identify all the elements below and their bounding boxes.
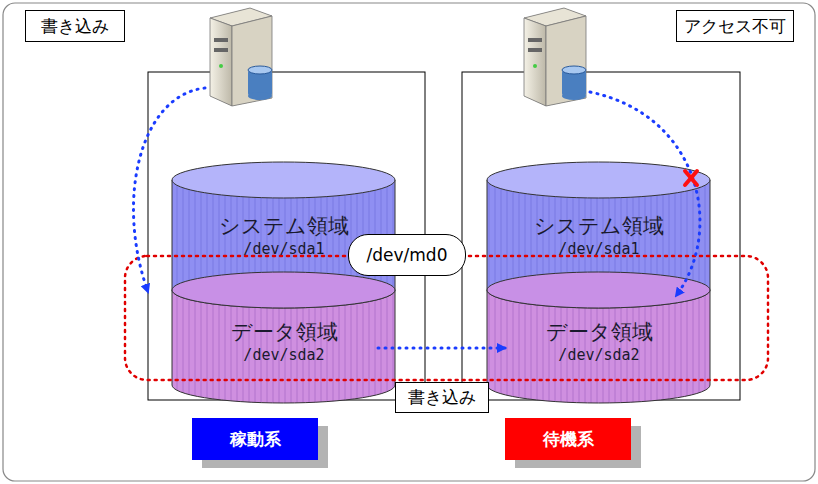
replication-arrow: [378, 347, 505, 350]
edge-label: 書き込み: [395, 382, 489, 413]
device-name: /dev/sda1: [243, 239, 324, 259]
node-label: システム領域: [219, 213, 349, 239]
node-label: データ領域: [546, 319, 653, 345]
deny-mark: [685, 171, 697, 185]
active-system: 稼動系: [192, 418, 318, 460]
disk-cylinder: [172, 162, 395, 403]
system-area: システム領域/dev/sda1: [505, 205, 693, 267]
outer-frame: [3, 3, 815, 481]
node-label: データ領域: [231, 319, 338, 345]
callout-box: アクセス不可: [676, 10, 794, 42]
blocked-path: [590, 92, 700, 296]
device-name: /dev/sda2: [243, 345, 324, 365]
node-label: システム領域: [534, 213, 664, 239]
data-area: データ領域/dev/sda2: [190, 312, 378, 372]
data-area: データ領域/dev/sda2: [505, 312, 693, 372]
callout-box: 書き込み: [25, 10, 125, 42]
server-icon: [210, 8, 272, 106]
write-path: [133, 88, 205, 292]
node-label: アクセス不可: [684, 15, 786, 38]
device-name: /dev/sda2: [558, 345, 639, 365]
node-label: 稼動系: [230, 428, 281, 451]
server-icon: [524, 8, 586, 106]
device-name: /dev/sda1: [558, 239, 639, 259]
node-label: 待機系: [543, 428, 594, 451]
node-label: 書き込み: [41, 15, 109, 38]
raid-device: /dev/md0: [348, 234, 466, 276]
node-label: /dev/md0: [367, 245, 448, 265]
standby-system: 待機系: [505, 418, 631, 460]
disk-cylinder: [487, 162, 710, 403]
